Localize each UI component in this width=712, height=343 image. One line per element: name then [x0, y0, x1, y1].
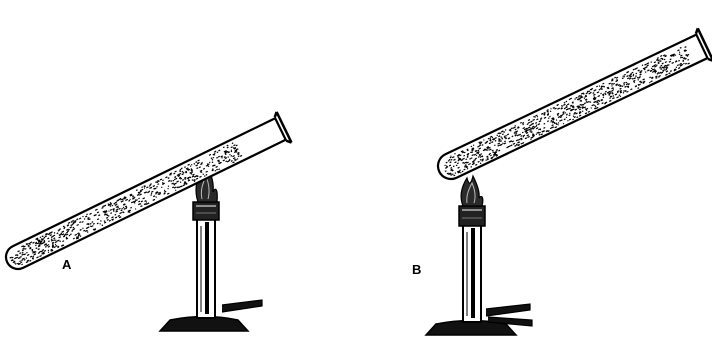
gas-hose-a [222, 300, 262, 312]
panel-b: B [412, 28, 712, 335]
gas-hose-b [486, 304, 530, 316]
tube-body-b [434, 35, 708, 184]
burner-collar-b [459, 206, 485, 226]
flame-b [461, 176, 483, 206]
tube-body-a [2, 118, 286, 273]
test-tube-b [432, 28, 712, 187]
burner-collar-a [193, 202, 219, 220]
panel-a: A [0, 112, 291, 331]
panel-label-a: A [62, 257, 72, 272]
bunsen-burner-b [426, 176, 532, 335]
panel-label-b: B [412, 262, 421, 277]
test-tube-a [0, 112, 291, 278]
